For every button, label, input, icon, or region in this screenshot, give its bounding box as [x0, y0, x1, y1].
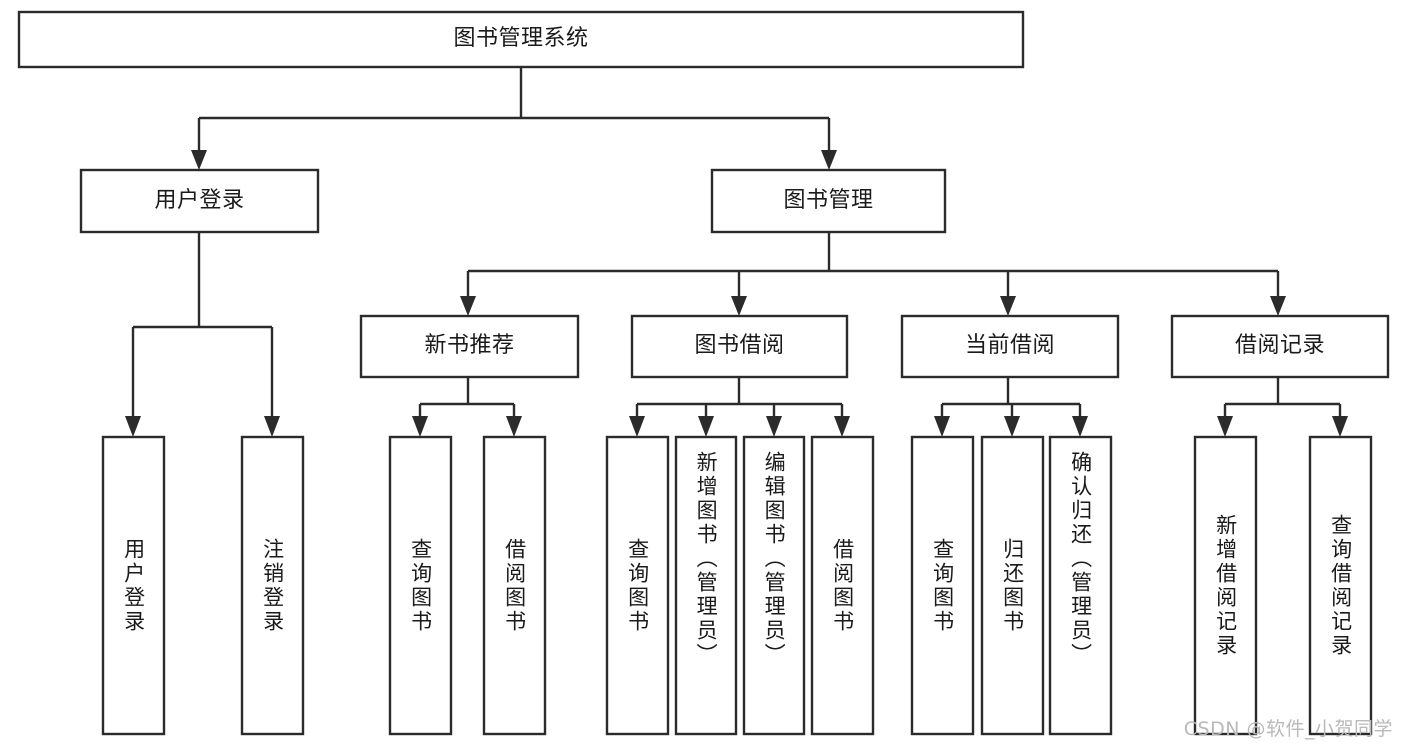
node-book-borrow-box[interactable] [630, 314, 849, 379]
leaf-borrow-book-1-box[interactable] [482, 435, 547, 736]
arrowhead-leaf-confirm-return [1072, 416, 1088, 437]
arrowhead-leaf-logout [264, 416, 280, 437]
arrowhead-leaf-query-book-3 [934, 416, 950, 437]
arrowhead-leaf-query-book-1 [412, 416, 428, 437]
arrowhead-leaf-add-book [698, 416, 714, 437]
arrowhead-new-book-recommend [460, 296, 476, 316]
arrowhead-leaf-query-book-2 [629, 416, 645, 437]
leaf-query-book-2-box[interactable] [605, 435, 670, 736]
arrowhead-leaf-borrow-book-2 [834, 416, 850, 437]
arrowhead-leaf-add-record [1217, 416, 1233, 437]
leaf-return-book-box[interactable] [980, 435, 1045, 736]
arrowhead-leaf-query-record [1332, 416, 1348, 437]
arrowhead-borrow-record [1270, 296, 1286, 316]
leaf-query-record-box[interactable] [1308, 435, 1373, 736]
node-user-login-box[interactable] [79, 168, 320, 234]
node-root-box[interactable] [17, 10, 1025, 69]
leaf-borrow-book-2-box[interactable] [810, 435, 875, 736]
leaf-query-book-3-box[interactable] [910, 435, 975, 736]
leaf-add-book-box[interactable] [674, 435, 738, 736]
leaf-edit-book-box[interactable] [742, 435, 806, 736]
arrowhead-book-borrow [731, 296, 747, 316]
arrowhead-leaf-edit-book [766, 416, 782, 437]
leaf-add-record-box[interactable] [1193, 435, 1258, 736]
arrowhead-current-borrow [1000, 296, 1016, 316]
leaf-query-book-1-box[interactable] [388, 435, 453, 736]
node-current-borrow-box[interactable] [900, 314, 1120, 379]
leaf-user-login-box[interactable] [101, 435, 166, 736]
leaf-confirm-return-box[interactable] [1048, 435, 1113, 736]
arrowhead-leaf-user-login [125, 416, 141, 437]
arrowhead-leaf-borrow-book-1 [506, 416, 522, 437]
node-borrow-record-box[interactable] [1170, 314, 1390, 379]
leaf-logout-box[interactable] [240, 435, 305, 736]
arrowhead-leaf-return-book [1004, 416, 1020, 437]
node-book-management-box[interactable] [710, 168, 947, 234]
node-new-book-recommend-box[interactable] [359, 314, 580, 379]
arrowhead-user-login [191, 150, 207, 170]
csdn-watermark: CSDN @软件_小贺同学 [1183, 718, 1393, 740]
arrowhead-book-management [821, 150, 837, 170]
